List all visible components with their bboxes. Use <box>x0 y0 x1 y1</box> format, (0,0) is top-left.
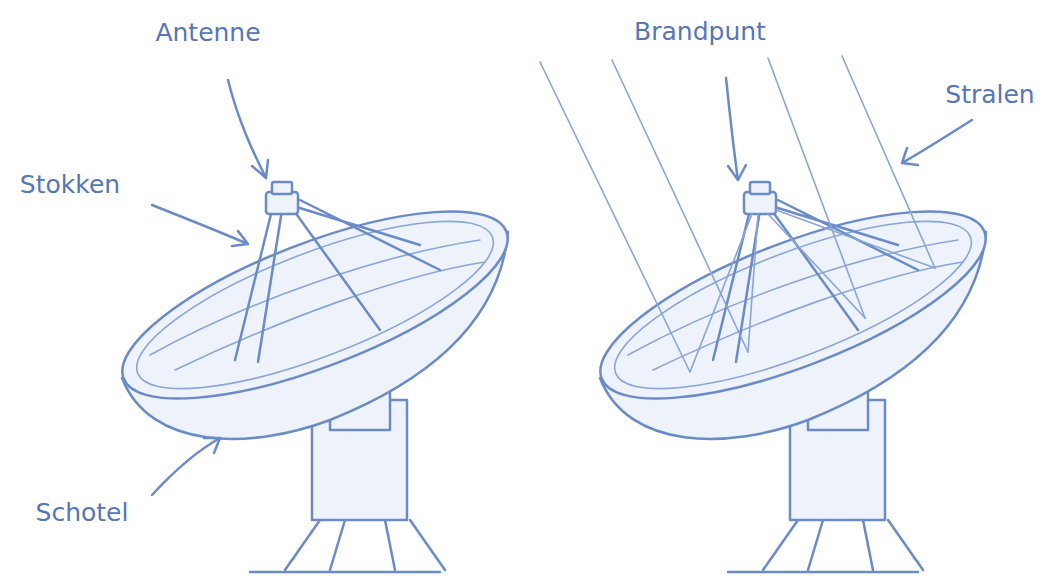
leader-arrow <box>228 80 268 178</box>
reflected-rays <box>690 210 935 372</box>
dish-right <box>579 174 1006 572</box>
incoming-rays <box>540 56 935 372</box>
part-label: Brandpunt <box>634 17 766 47</box>
part-label: Antenne <box>155 18 260 48</box>
leader-arrow <box>152 438 220 495</box>
leader-arrow <box>902 120 972 165</box>
leader-arrow <box>726 78 746 180</box>
part-label: Schotel <box>36 498 129 528</box>
part-label: Stokken <box>20 170 120 200</box>
part-label: Stralen <box>945 80 1034 110</box>
dish-left <box>101 174 528 572</box>
leader-arrow <box>152 205 248 246</box>
